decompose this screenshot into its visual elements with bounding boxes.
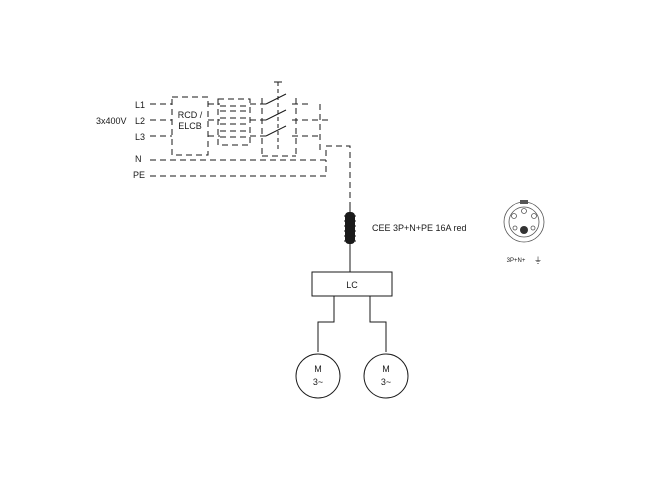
- cee-socket-symbol-icon: [503, 200, 545, 243]
- motor-2-phase: 3~: [381, 377, 391, 387]
- motor-1-phase: 3~: [313, 377, 323, 387]
- motor-feeders: [317, 296, 387, 352]
- motor-1-label: M: [314, 364, 322, 374]
- plug-label: CEE 3P+N+PE 16A red: [372, 223, 467, 233]
- rcd-label-line1: RCD /: [178, 110, 203, 120]
- main-switch: [250, 81, 330, 157]
- supply-voltage-label: 3x400V: [96, 116, 127, 126]
- conductor-label-l2: L2: [135, 116, 145, 126]
- rcd-elcb-device: RCD / ELCB: [171, 96, 209, 156]
- conductor-label-l1: L1: [135, 100, 145, 110]
- conductor-label-n: N: [135, 154, 142, 164]
- earth-symbol-icon: ⏚: [534, 256, 542, 265]
- cee-plug-connector: [344, 205, 356, 272]
- motor-1: M 3~: [295, 353, 341, 399]
- load-controller-box: LC: [311, 271, 393, 297]
- supply-lines: [150, 103, 351, 205]
- conductor-label-pe: PE: [133, 170, 145, 180]
- controller-label: LC: [346, 280, 358, 290]
- motor-2-label: M: [382, 364, 390, 374]
- rcd-label-line2: ELCB: [178, 121, 202, 131]
- breaker-block: [217, 98, 251, 146]
- conductor-label-l3: L3: [135, 132, 145, 142]
- motor-2: M 3~: [363, 353, 409, 399]
- socket-symbol-caption: 3P+N+: [507, 258, 526, 264]
